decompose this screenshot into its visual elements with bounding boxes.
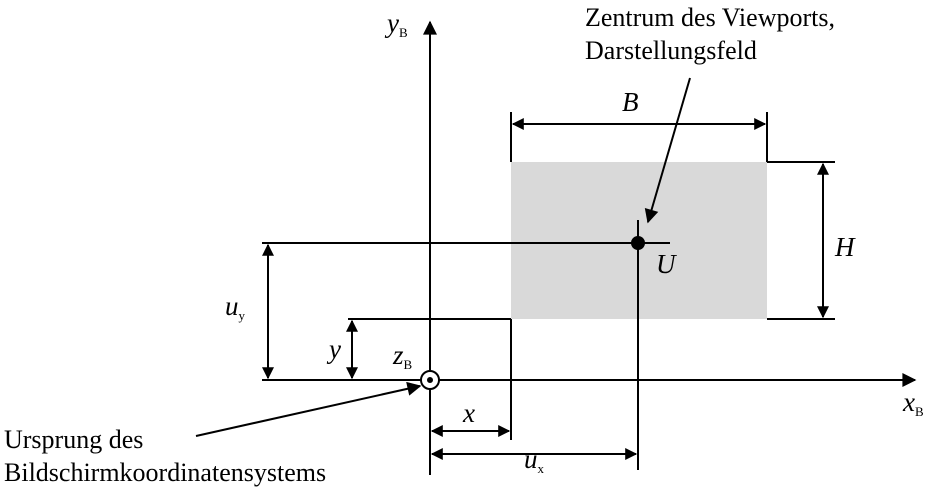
uy-label: uy: [225, 291, 246, 323]
y-label: y: [326, 334, 341, 364]
z-axis-label: zB: [392, 340, 413, 372]
x-axis-label: xB: [902, 387, 924, 419]
center-label: U: [656, 249, 677, 279]
viewport-center-label-line1: Zentrum des Viewports,: [585, 3, 835, 32]
origin-label-line2: Bildschirmkoordinatensystems: [4, 458, 326, 487]
origin-dot: [427, 377, 433, 383]
viewport-center-label-line2: Darstellungsfeld: [585, 36, 757, 65]
width-label: B: [622, 87, 639, 117]
ux-label: ux: [524, 444, 545, 476]
y-axis-label: yB: [384, 8, 408, 40]
origin-leader-arrow: [195, 381, 422, 437]
viewport-center-point: [631, 236, 645, 250]
center-leader-arrow: [644, 77, 691, 224]
height-label: H: [834, 232, 856, 262]
x-label: x: [462, 398, 475, 428]
origin-label-line1: Ursprung des: [4, 425, 143, 454]
